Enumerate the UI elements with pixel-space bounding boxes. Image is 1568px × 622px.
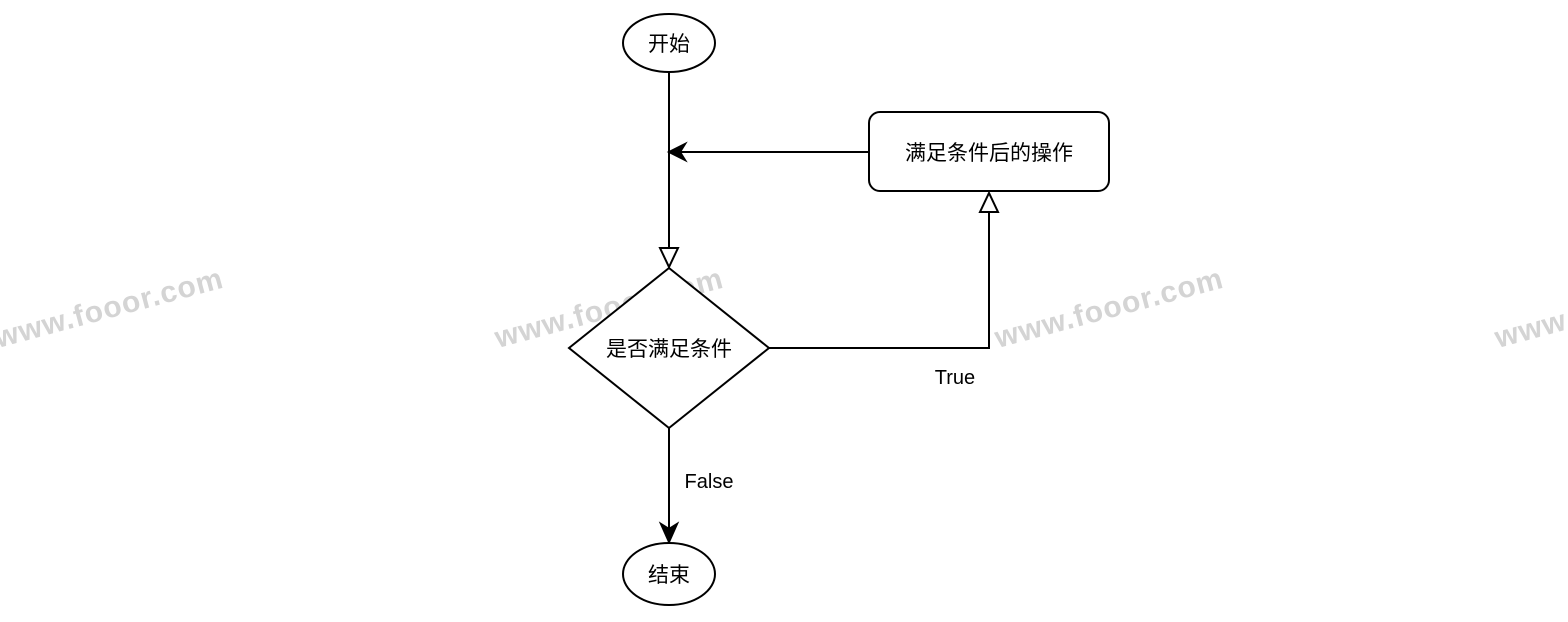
end-label: 结束 xyxy=(648,563,690,587)
watermark: www.fooor.com xyxy=(0,262,227,355)
hollow-arrowhead-icon xyxy=(658,247,680,270)
action-label: 满足条件后的操作 xyxy=(905,141,1073,165)
false-label: False xyxy=(685,471,734,493)
arrowhead-icon xyxy=(658,521,680,545)
condition-label: 是否满足条件 xyxy=(606,337,732,361)
condition-node[interactable] xyxy=(567,266,771,430)
end-node[interactable] xyxy=(622,542,716,606)
watermark: www.fooor.com xyxy=(1490,262,1568,355)
start-label: 开始 xyxy=(648,32,690,56)
watermarks: www.fooor.com www.fooor.com www.fooor.co… xyxy=(0,262,1568,355)
arrowhead-icon xyxy=(666,141,688,163)
edge-true xyxy=(769,212,990,349)
hollow-arrowhead-icon xyxy=(978,190,1000,213)
action-node[interactable] xyxy=(868,111,1110,192)
watermark: www.fooor.com xyxy=(990,262,1227,355)
true-label: True xyxy=(935,367,975,389)
start-node[interactable] xyxy=(622,13,716,73)
